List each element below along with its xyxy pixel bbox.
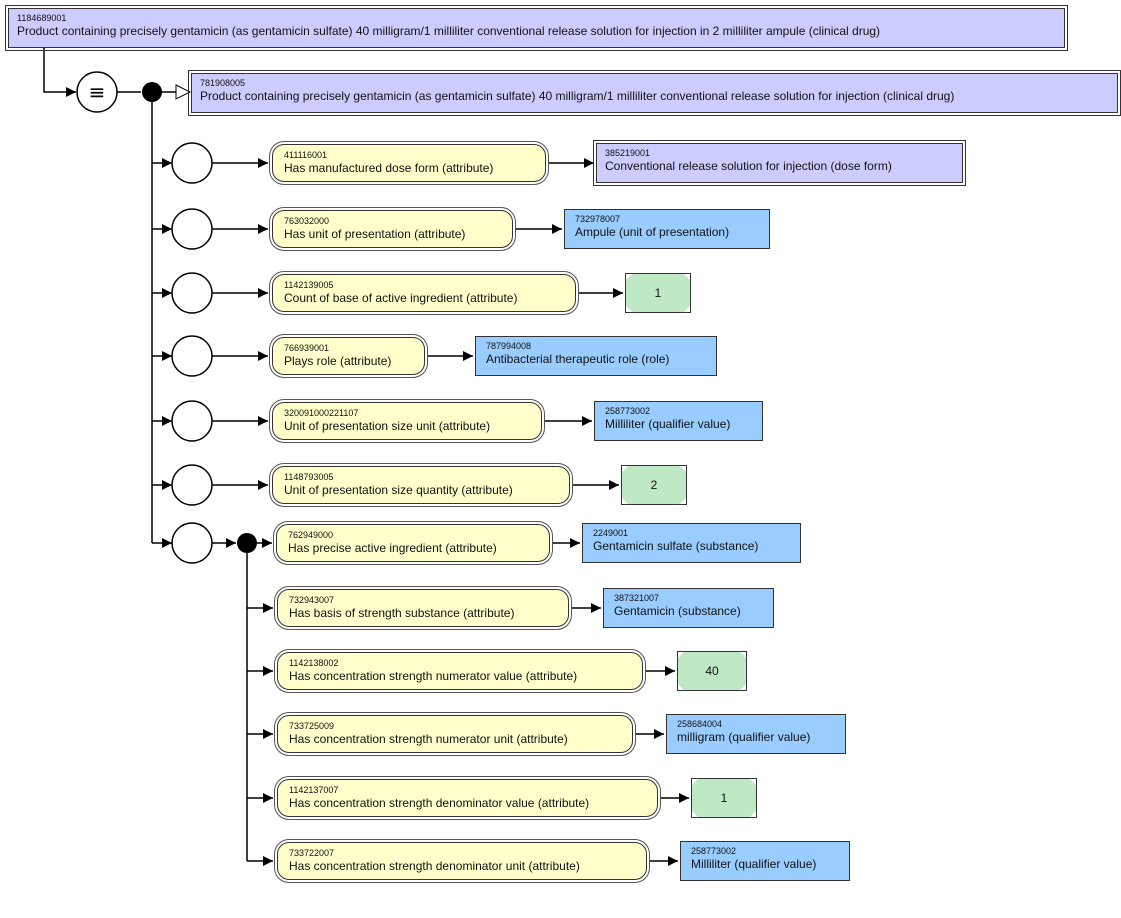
value-4-sctid: 258773002: [605, 406, 651, 416]
attribute-2-sctid: 1142139005: [284, 280, 334, 290]
group-attribute-3-term: Has concentration strength numerator uni…: [289, 732, 568, 746]
focus-concept[interactable]: 1184689001 Product containing precisely …: [5, 5, 1068, 51]
attribute-4-sctid: 320091000221107: [284, 408, 359, 418]
group-value-0-term: Gentamicin sulfate (substance): [593, 539, 759, 553]
group-attribute-1-sctid: 732943007: [289, 595, 335, 605]
ungrouped-3-group-circle: [171, 335, 213, 377]
group-attribute-1-term: Has basis of strength substance (attribu…: [289, 606, 515, 620]
group-value-0-sctid: 2249001: [593, 528, 629, 538]
role-group-circle: [171, 522, 213, 564]
group-value-1-term: Gentamicin (substance): [614, 604, 741, 618]
ungrouped-0-group-circle: [171, 142, 213, 184]
focus-to-status-connector: [43, 48, 76, 97]
attribute-1-sctid: 763032000: [284, 216, 330, 226]
attribute-2-term: Count of base of active ingredient (attr…: [284, 291, 518, 305]
group-attribute-5-term: Has concentration strength denominator u…: [289, 859, 580, 873]
group-value-2[interactable]: 40: [677, 651, 747, 691]
attribute-5-sctid: 1148793005: [284, 472, 334, 482]
ungrouped-4-group-circle: [171, 400, 213, 442]
group-attribute-2-sctid: 1142138002: [289, 658, 339, 668]
group-attribute-0-term: Has precise active ingredient (attribute…: [288, 541, 497, 555]
focus-concept-term: Product containing precisely gentamicin …: [17, 24, 881, 38]
group-attribute-4-sctid: 1142137007: [289, 785, 339, 795]
group-value-1-sctid: 387321007: [614, 593, 660, 603]
ungrouped-5-group-circle: [171, 464, 213, 506]
group-attribute-2-term: Has concentration strength numerator val…: [289, 669, 578, 683]
value-3-term: Antibacterial therapeutic role (role): [486, 352, 670, 366]
attribute-1-term: Has unit of presentation (attribute): [284, 227, 466, 241]
group-attribute-0-sctid: 762949000: [288, 530, 334, 540]
group-value-3-sctid: 258684004: [677, 719, 723, 729]
conjunction-dot: [142, 82, 162, 102]
group-attribute-5-sctid: 733722007: [289, 848, 335, 858]
attribute-5-term: Unit of presentation size quantity (attr…: [284, 483, 513, 497]
parent-concept-term: Product containing precisely gentamicin …: [200, 89, 955, 103]
value-5[interactable]: 2: [621, 465, 687, 505]
group-value-5-term: Milliliter (qualifier value): [691, 857, 817, 871]
ungrouped-2-group-circle: [171, 272, 213, 314]
group-conjunction-dot: [237, 533, 257, 553]
focus-concept-sctid: 1184689001: [17, 13, 67, 23]
attribute-4-term: Unit of presentation size unit (attribut…: [284, 419, 491, 433]
value-1-term: Ampule (unit of presentation): [575, 225, 730, 239]
value-2[interactable]: 1: [625, 273, 691, 313]
value-3-sctid: 787994008: [486, 341, 532, 351]
group-attribute-4-term: Has concentration strength denominator v…: [289, 796, 590, 810]
attribute-0-term: Has manufactured dose form (attribute): [284, 161, 494, 175]
value-4-term: Milliliter (qualifier value): [605, 417, 731, 431]
value-0-sctid: 385219001: [605, 148, 651, 158]
group-value-3-term: milligram (qualifier value): [677, 730, 811, 744]
group-attribute-3-sctid: 733725009: [289, 721, 335, 731]
value-0-term: Conventional release solution for inject…: [605, 159, 892, 173]
group-value-5-sctid: 258773002: [691, 846, 737, 856]
attribute-3-term: Plays role (attribute): [284, 354, 392, 368]
value-1-sctid: 732978007: [575, 214, 621, 224]
group-value-4[interactable]: 1: [691, 778, 757, 818]
ungrouped-1-group-circle: [171, 208, 213, 250]
attribute-0-sctid: 411116001: [284, 150, 328, 160]
parent-concept[interactable]: 781908005 Product containing precisely g…: [188, 70, 1121, 116]
parent-concept-sctid: 781908005: [200, 78, 246, 88]
attribute-3-sctid: 766939001: [284, 343, 330, 353]
equivalent-symbol: ≡: [89, 80, 106, 104]
